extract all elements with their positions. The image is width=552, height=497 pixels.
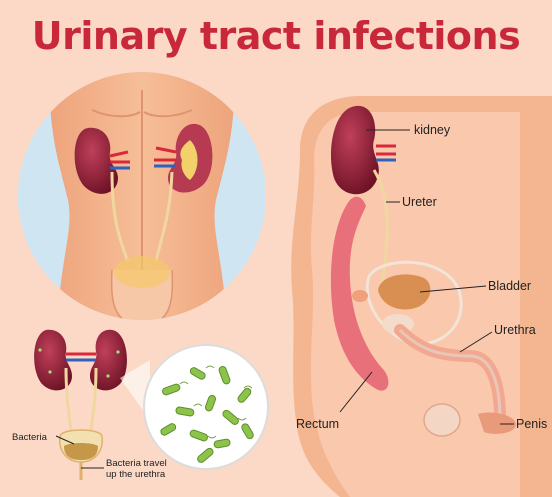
label-kidney: kidney [414, 123, 451, 137]
side-body: kidney Ureter Bladder Urethra Rectum Pen… [291, 96, 552, 497]
label-bacteria-travel-1: Bacteria travel [106, 458, 167, 469]
label-rectum: Rectum [296, 417, 339, 431]
page-title: Urinary tract infections [31, 14, 521, 58]
bacteria-cells [160, 366, 254, 463]
rectum [330, 196, 389, 391]
urinary-system-small: Bacteria Bacteria travel up the urethra [12, 329, 167, 480]
penis-tip [478, 412, 516, 434]
bacteria-magnifier [120, 344, 269, 470]
label-bacteria: Bacteria [12, 432, 48, 443]
label-ureter: Ureter [402, 195, 437, 209]
label-bacteria-travel-2: up the urethra [106, 469, 166, 480]
kidney-left-torso [74, 127, 118, 194]
kidney-small-right [90, 329, 127, 391]
kidney-side [330, 105, 379, 195]
testis [423, 403, 461, 437]
torso-inset [18, 72, 266, 320]
bladder-side [378, 274, 431, 310]
kidney-small-left [34, 329, 72, 391]
label-bladder: Bladder [488, 279, 531, 293]
label-urethra: Urethra [494, 323, 536, 337]
label-penis: Penis [516, 417, 547, 431]
bladder-torso [114, 256, 170, 288]
